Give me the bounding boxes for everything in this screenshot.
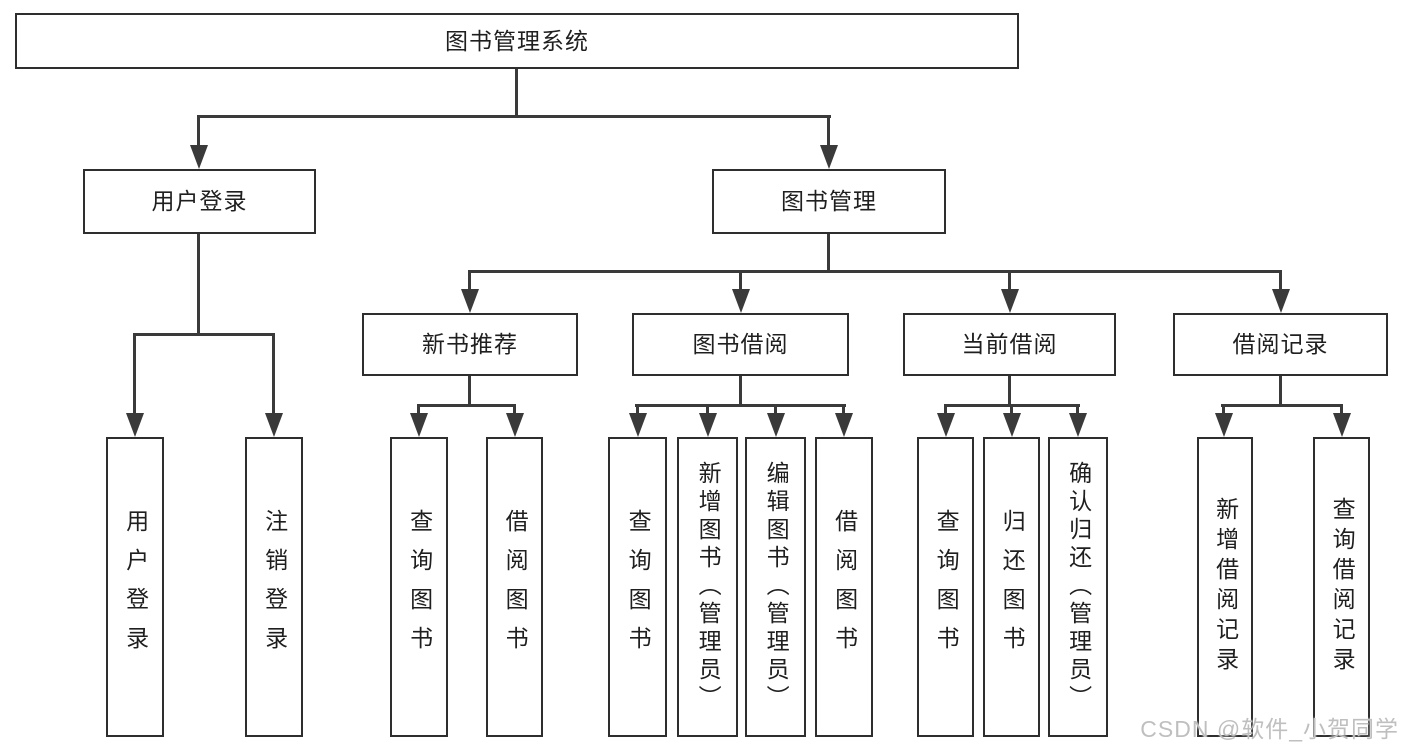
- connector-recommendation-bar: [417, 404, 516, 407]
- connector-borrowing-stem: [739, 376, 742, 406]
- leaf-label: 新增借阅记录: [1212, 497, 1239, 677]
- arrow-to-leaf: [842, 404, 845, 437]
- connector-root-stem: [515, 68, 518, 118]
- node-new-book-recommendation: 新书推荐: [362, 313, 578, 376]
- leaf-user-login: 用户登录: [106, 437, 164, 737]
- node-book-management-system: 图书管理系统: [15, 13, 1019, 69]
- node-book-borrowing: 图书借阅: [632, 313, 849, 376]
- leaf-label: 借阅图书: [831, 509, 858, 665]
- leaf-label: 新增图书（管理员）: [695, 461, 722, 713]
- leaf-label: 编辑图书（管理员）: [763, 461, 790, 713]
- leaf-label: 确认归还（管理员）: [1065, 461, 1092, 713]
- leaf-confirm-return-admin: 确认归还（管理员）: [1048, 437, 1108, 737]
- node-label: 当前借阅: [961, 331, 1058, 357]
- node-label: 图书借阅: [692, 331, 789, 357]
- leaf-query-books-recommend: 查询图书: [390, 437, 448, 737]
- connector-borrowing-bar: [635, 404, 846, 407]
- node-label: 用户登录: [151, 188, 248, 214]
- arrow-to-book-management: [827, 115, 830, 169]
- arrow-to-leaf-user-login: [133, 333, 136, 437]
- connector-records-bar: [1221, 404, 1343, 407]
- leaf-edit-books-admin: 编辑图书（管理员）: [745, 437, 806, 737]
- arrow-to-leaf: [944, 404, 947, 437]
- leaf-query-books-borrowing: 查询图书: [608, 437, 667, 737]
- node-label: 图书管理: [781, 188, 877, 214]
- arrow-to-leaf: [1010, 404, 1013, 437]
- connector-book-management-stem: [827, 233, 830, 272]
- connector-current-stem: [1008, 376, 1011, 406]
- arrow-to-leaf: [706, 404, 709, 437]
- leaf-label: 归还图书: [999, 509, 1026, 665]
- node-label: 借阅记录: [1232, 331, 1329, 357]
- leaf-add-borrow-record: 新增借阅记录: [1197, 437, 1253, 737]
- node-label: 新书推荐: [422, 331, 518, 357]
- arrow-to-leaf: [1076, 404, 1079, 437]
- connector-book-management-bar: [468, 270, 1281, 273]
- leaf-label: 查询借阅记录: [1329, 497, 1356, 677]
- arrow-to-leaf: [513, 404, 516, 437]
- node-label: 图书管理系统: [445, 27, 589, 54]
- leaf-query-books-current: 查询图书: [917, 437, 974, 737]
- leaf-query-borrow-record: 查询借阅记录: [1313, 437, 1370, 737]
- arrow-to-user-login: [197, 115, 200, 169]
- leaf-borrow-books-recommend: 借阅图书: [486, 437, 543, 737]
- leaf-label: 注销登录: [261, 509, 288, 665]
- connector-recommendation-stem: [468, 376, 471, 406]
- node-borrowing-records: 借阅记录: [1173, 313, 1388, 376]
- connector-root-bar: [197, 115, 831, 118]
- leaf-label: 用户登录: [122, 509, 149, 665]
- arrow-to-leaf: [636, 404, 639, 437]
- arrow-to-leaf: [1222, 404, 1225, 437]
- leaf-logout: 注销登录: [245, 437, 303, 737]
- node-current-borrowing: 当前借阅: [903, 313, 1116, 376]
- arrow-to-leaf: [1340, 404, 1343, 437]
- connector-user-login-bar: [133, 333, 275, 336]
- leaf-label: 查询图书: [406, 509, 433, 665]
- arrow-to-borrowing-records: [1279, 270, 1282, 313]
- connector-user-login-stem: [197, 233, 200, 335]
- leaf-label: 借阅图书: [502, 509, 529, 665]
- arrow-to-leaf-logout: [272, 333, 275, 437]
- leaf-borrow-books: 借阅图书: [815, 437, 873, 737]
- node-user-login: 用户登录: [83, 169, 316, 234]
- arrow-to-new-book-recommendation: [468, 270, 471, 313]
- leaf-label: 查询图书: [933, 509, 960, 665]
- arrow-to-leaf: [774, 404, 777, 437]
- arrow-to-book-borrowing: [739, 270, 742, 313]
- leaf-return-books: 归还图书: [983, 437, 1040, 737]
- connector-records-stem: [1279, 376, 1282, 406]
- leaf-label: 查询图书: [625, 509, 652, 665]
- leaf-add-books-admin: 新增图书（管理员）: [677, 437, 738, 737]
- node-book-management: 图书管理: [712, 169, 946, 234]
- arrow-to-leaf: [417, 404, 420, 437]
- arrow-to-current-borrowing: [1008, 270, 1011, 313]
